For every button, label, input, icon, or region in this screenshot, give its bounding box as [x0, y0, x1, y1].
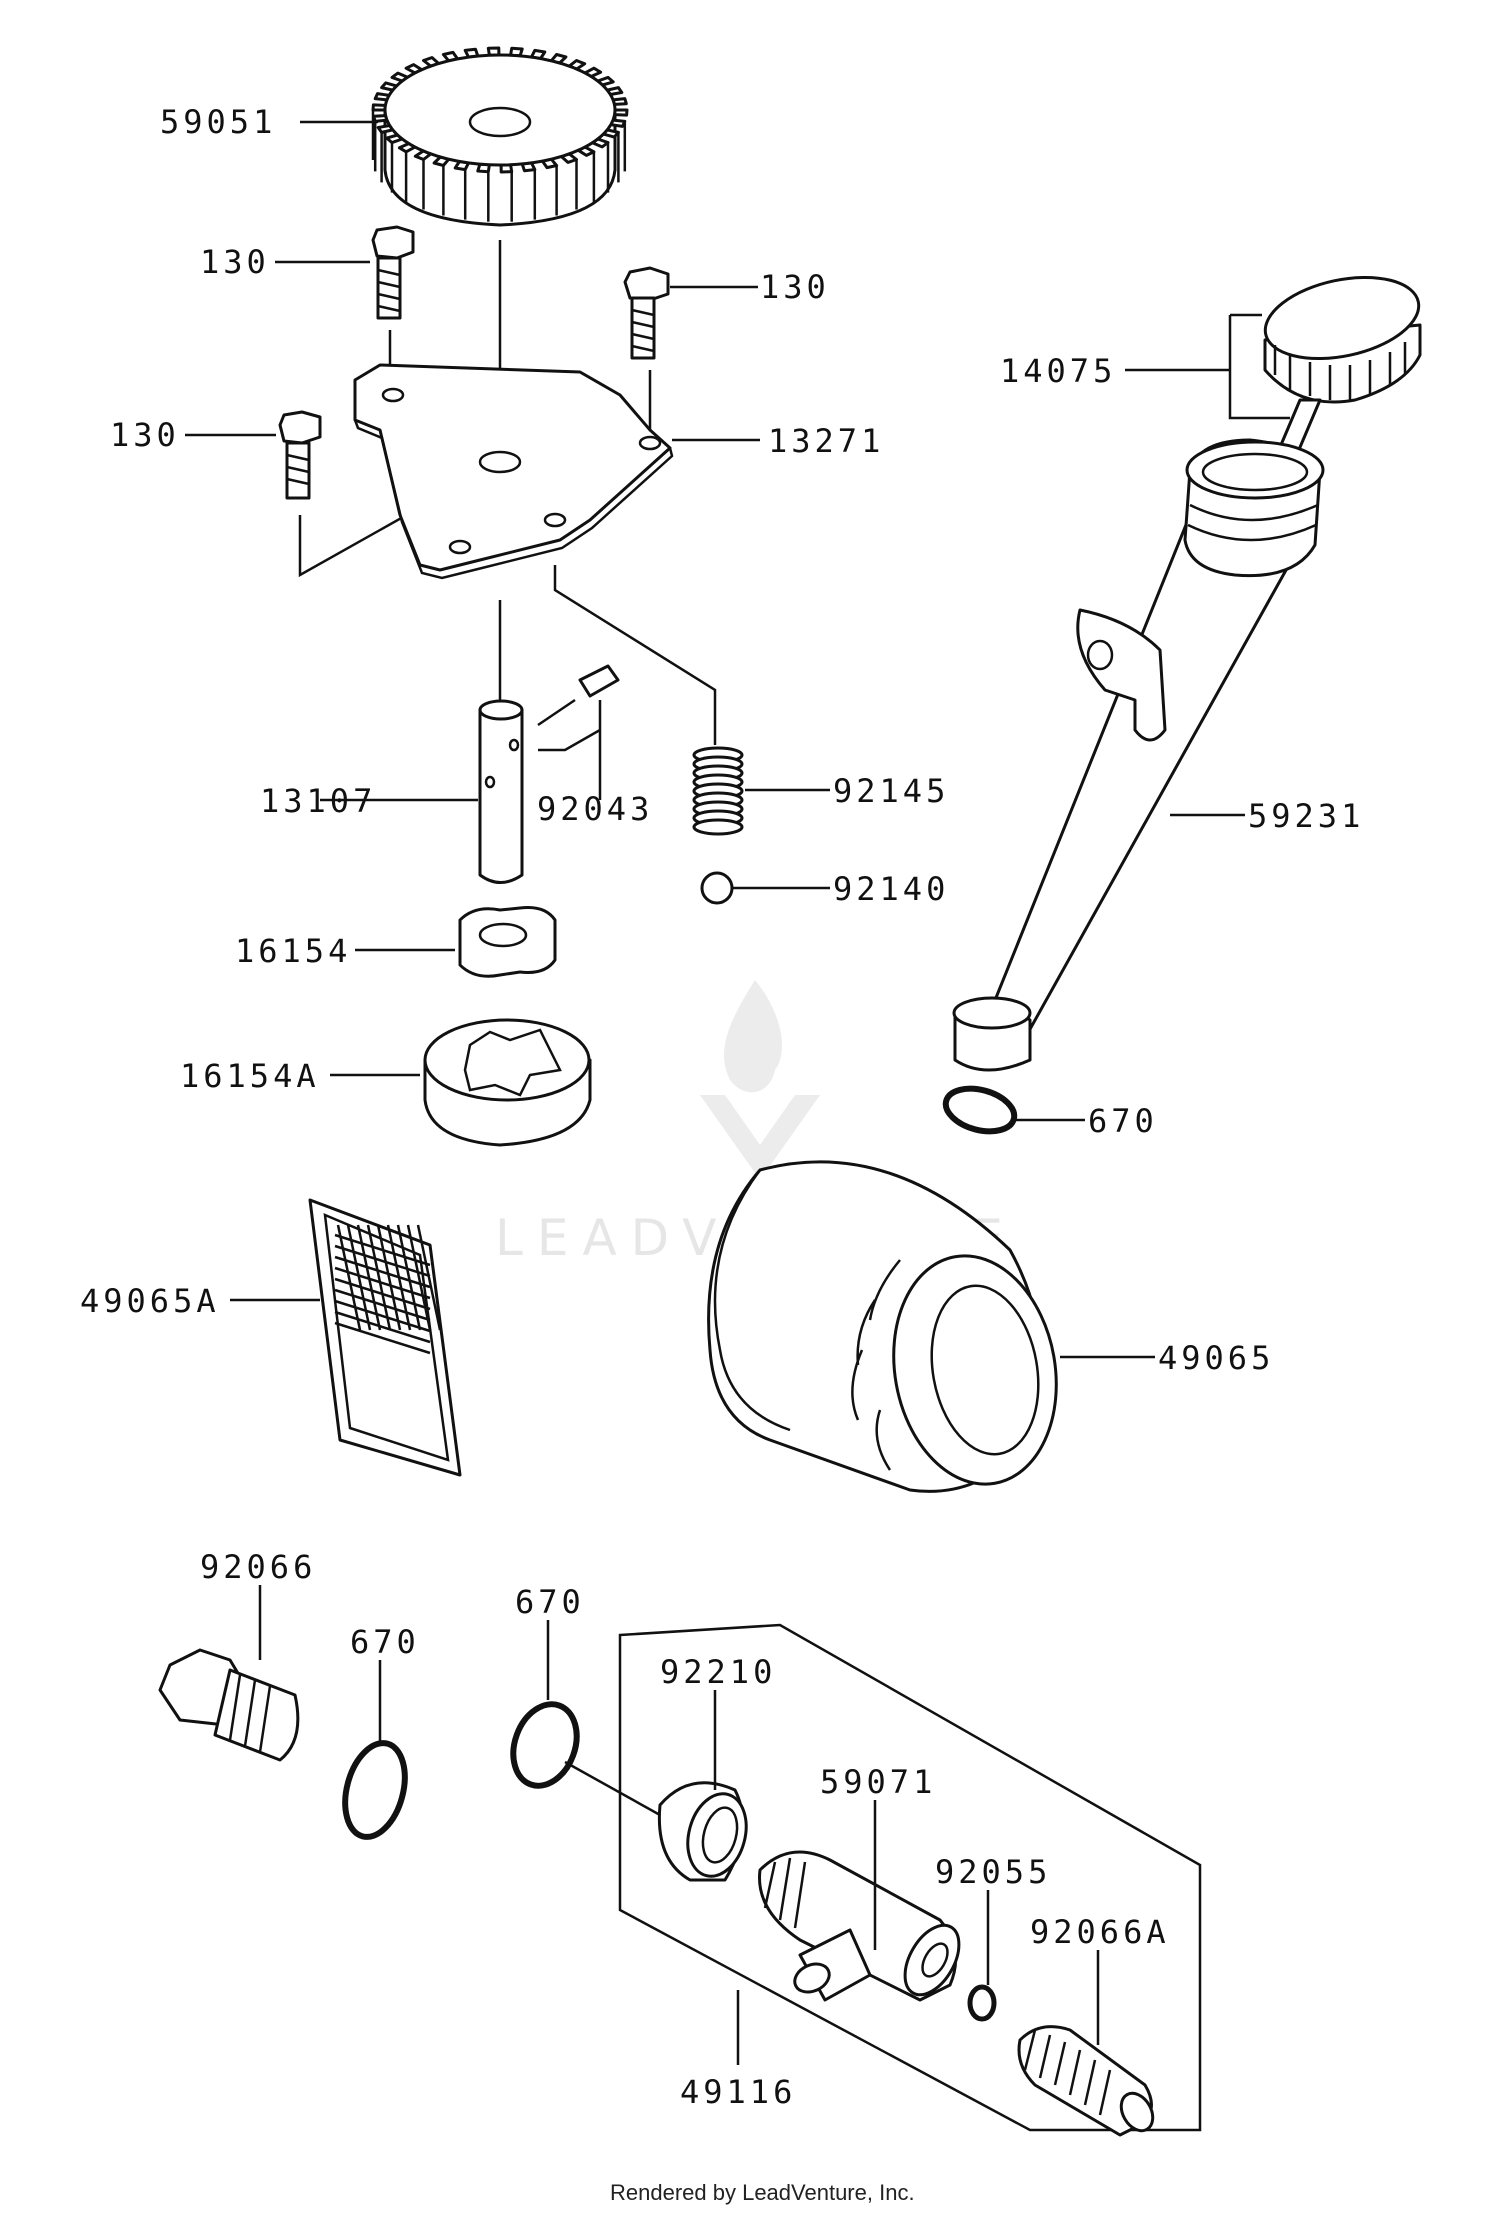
label-92055: 92055	[935, 1853, 1051, 1891]
label-130-c: 130	[110, 416, 180, 454]
screen-49065A	[230, 1198, 462, 1477]
label-59051: 59051	[160, 103, 276, 141]
bolt-130-right-top	[623, 266, 758, 445]
label-59231: 59231	[1248, 797, 1364, 835]
label-16154A: 16154A	[180, 1057, 320, 1095]
label-670-b: 670	[350, 1623, 420, 1661]
spring-92145	[692, 746, 830, 836]
footer-credit: Rendered by LeadVenture, Inc.	[610, 2180, 915, 2205]
drain-plug-92066	[158, 1585, 300, 1762]
flame-logo-icon	[724, 980, 783, 1093]
oring-670-drain	[342, 1660, 408, 1840]
pin-92043	[537, 664, 620, 800]
oring-670-gauge	[942, 1085, 1085, 1135]
v-logo-icon	[700, 1095, 820, 1180]
rotor-16154	[355, 906, 557, 978]
label-49065A: 49065A	[80, 1282, 220, 1320]
oring-92055	[967, 1890, 997, 2022]
label-13271: 13271	[768, 422, 884, 460]
label-59071: 59071	[820, 1763, 936, 1801]
label-92145: 92145	[833, 772, 949, 810]
gear-59051	[300, 46, 629, 450]
oil-filter-49065	[707, 1160, 1155, 1493]
label-130-b: 130	[760, 268, 830, 306]
plug-92066A	[1017, 1950, 1155, 2137]
assembly-box-49116	[618, 1623, 1202, 2132]
gauge-tube-59231	[952, 438, 1325, 1072]
rotor-16154A	[330, 1018, 592, 1147]
plate-13271	[353, 363, 760, 745]
label-13107: 13107	[260, 782, 376, 820]
nut-92210	[657, 1690, 748, 1882]
dipstick-14075	[1125, 275, 1422, 532]
label-49116: 49116	[680, 2073, 796, 2111]
oring-670-fitting	[510, 1620, 661, 1817]
label-92066: 92066	[200, 1548, 316, 1586]
ball-92140	[700, 871, 830, 905]
label-92066A: 92066A	[1030, 1913, 1170, 1951]
label-92210: 92210	[660, 1653, 776, 1691]
bolt-130-left-top	[275, 225, 415, 365]
label-670-c: 670	[515, 1583, 585, 1621]
bolt-130-left-bottom	[185, 410, 462, 578]
label-130-a: 130	[200, 243, 270, 281]
shaft-13107	[320, 699, 524, 884]
label-92043: 92043	[537, 790, 653, 828]
label-670-a: 670	[1088, 1102, 1158, 1140]
label-49065: 49065	[1158, 1339, 1274, 1377]
fitting-59071	[758, 1800, 961, 2002]
label-14075: 14075	[1000, 352, 1116, 390]
label-92140: 92140	[833, 870, 949, 908]
label-16154: 16154	[235, 932, 351, 970]
